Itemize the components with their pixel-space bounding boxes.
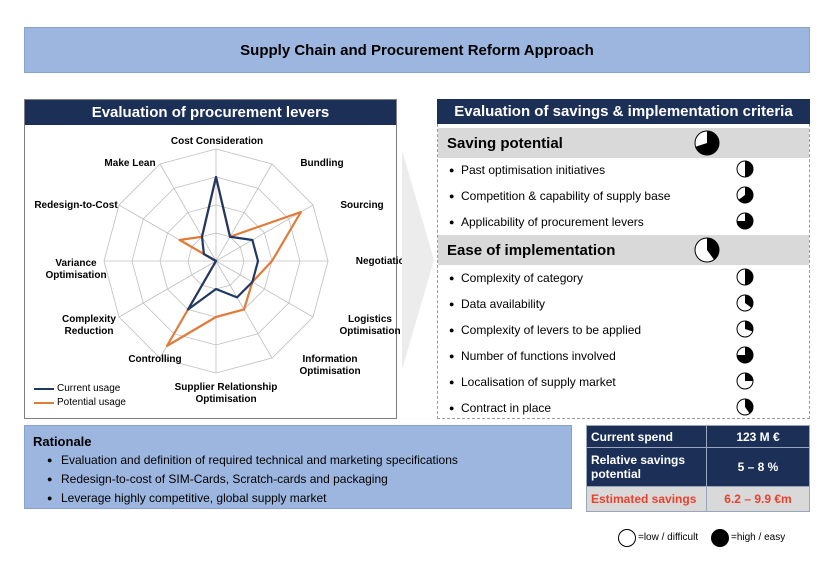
radar-axis-label: Controlling — [128, 354, 182, 365]
criterion-label: Complexity of levers to be applied — [461, 323, 642, 337]
criterion-label: Past optimisation initiatives — [461, 163, 606, 177]
legend-potential: Potential usage — [34, 397, 126, 408]
legend-potential-label: Potential usage — [57, 397, 126, 408]
page-title: Supply Chain and Procurement Reform Appr… — [24, 27, 810, 73]
procurement-levers-panel: Evaluation of procurement levers Cost Co… — [24, 99, 416, 419]
bullet-icon: ● — [449, 403, 455, 413]
series-potential-usage — [165, 175, 302, 347]
estimated-savings-label: Estimated savings — [586, 485, 707, 513]
rationale-item: Evaluation and definition of required te… — [61, 453, 458, 467]
criterion-label: Competition & capability of supply base — [461, 189, 671, 203]
criterion-row: ● Localisation of supply market — [438, 369, 809, 395]
radar-axis-label: Negotiations — [355, 256, 417, 267]
section-label: Saving potential — [447, 134, 563, 152]
legend-current: Current usage — [34, 383, 120, 394]
empty-ball-icon — [618, 529, 636, 547]
criteria-panel: Evaluation of savings & implementation c… — [437, 99, 810, 419]
rationale-item: Leverage highly competitive, global supp… — [61, 491, 327, 505]
radar-axis-line — [215, 163, 273, 262]
harvey-ball-icon — [736, 346, 754, 364]
table-row: Current spend 123 M € — [586, 424, 810, 449]
radar-axis-label: Make Lean — [104, 158, 156, 169]
radar-axis-label: Redesign-to-Cost — [34, 200, 118, 211]
harvey-ball-icon — [736, 160, 754, 178]
bullet-icon: ● — [47, 493, 53, 503]
rationale-box: Rationale ● Evaluation and definition of… — [24, 425, 572, 509]
savings-potential-label: Relative savings potential — [586, 447, 707, 487]
spend-label: Current spend — [586, 424, 707, 449]
harvey-ball-icon — [694, 237, 720, 263]
spend-value: 123 M € — [706, 424, 810, 449]
criterion-label: Number of functions involved — [461, 349, 616, 363]
bullet-icon: ● — [47, 474, 53, 484]
table-row: Relative savings potential 5 – 8 % — [586, 447, 810, 487]
radar-axis-line — [215, 260, 314, 318]
arrow-right-icon — [402, 150, 434, 370]
criterion-row: ● Number of functions involved — [438, 343, 809, 369]
spend-table: Current spend 123 M € Relative savings p… — [586, 424, 810, 513]
radar-chart — [103, 148, 329, 374]
levers-header: Evaluation of procurement levers — [25, 100, 396, 125]
bullet-icon: ● — [449, 217, 455, 227]
bullet-icon: ● — [449, 165, 455, 175]
criterion-row: ● Contract in place — [438, 395, 809, 421]
estimated-savings-value: 6.2 – 9.9 €m — [706, 485, 810, 513]
key-low-label: =low / difficult — [638, 532, 699, 543]
harvey-ball-icon — [736, 398, 754, 416]
rationale-item: Redesign-to-cost of SIM-Cards, Scratch-c… — [61, 472, 388, 486]
criterion-row: ● Applicability of procurement levers — [438, 209, 809, 235]
harvey-ball-icon — [736, 320, 754, 338]
criterion-label: Contract in place — [461, 401, 552, 415]
bullet-icon: ● — [449, 273, 455, 283]
radar-axis-label: Cost Consideration — [170, 136, 264, 147]
section-ease-of-implementation: Ease of implementation — [438, 235, 809, 265]
criterion-label: Localisation of supply market — [461, 375, 616, 389]
bullet-icon: ● — [449, 299, 455, 309]
harvey-ball-icon — [736, 212, 754, 230]
full-ball-icon — [711, 529, 729, 547]
criterion-row: ● Complexity of levers to be applied — [438, 317, 809, 343]
section-label: Ease of implementation — [447, 241, 616, 259]
legend-potential-swatch — [34, 401, 54, 404]
bullet-icon: ● — [449, 325, 455, 335]
criterion-label: Complexity of category — [461, 271, 584, 285]
criterion-row: ● Competition & capability of supply bas… — [438, 183, 809, 209]
radar-axis-line — [118, 260, 217, 318]
harvey-ball-icon — [736, 294, 754, 312]
criterion-row: ● Past optimisation initiatives — [438, 157, 809, 183]
bullet-icon: ● — [449, 351, 455, 361]
criterion-label: Applicability of procurement levers — [461, 215, 644, 229]
savings-potential-value: 5 – 8 % — [706, 447, 810, 487]
criteria-header: Evaluation of savings & implementation c… — [437, 99, 810, 124]
radar-axis-label: Bundling — [300, 158, 344, 169]
harvey-ball-icon — [694, 130, 720, 156]
rationale-title: Rationale — [33, 434, 92, 449]
table-row: Estimated savings 6.2 – 9.9 €m — [586, 485, 810, 513]
key-high-label: =high / easy — [731, 532, 786, 543]
harvey-ball-key: =low / difficult =high / easy — [617, 528, 807, 548]
radar-axis-label: Sourcing — [340, 200, 384, 211]
criterion-label: Data availability — [461, 297, 546, 311]
criterion-row: ● Data availability — [438, 291, 809, 317]
radar-axis-line — [159, 163, 217, 262]
bullet-icon: ● — [47, 455, 53, 465]
legend-current-label: Current usage — [57, 383, 121, 394]
harvey-ball-icon — [736, 186, 754, 204]
legend-current-swatch — [34, 387, 54, 390]
criterion-row: ● Complexity of category — [438, 265, 809, 291]
harvey-ball-icon — [736, 372, 754, 390]
bullet-icon: ● — [449, 191, 455, 201]
harvey-ball-icon — [736, 268, 754, 286]
section-saving-potential: Saving potential — [438, 128, 809, 158]
series-current-usage — [186, 175, 260, 311]
bullet-icon: ● — [449, 377, 455, 387]
